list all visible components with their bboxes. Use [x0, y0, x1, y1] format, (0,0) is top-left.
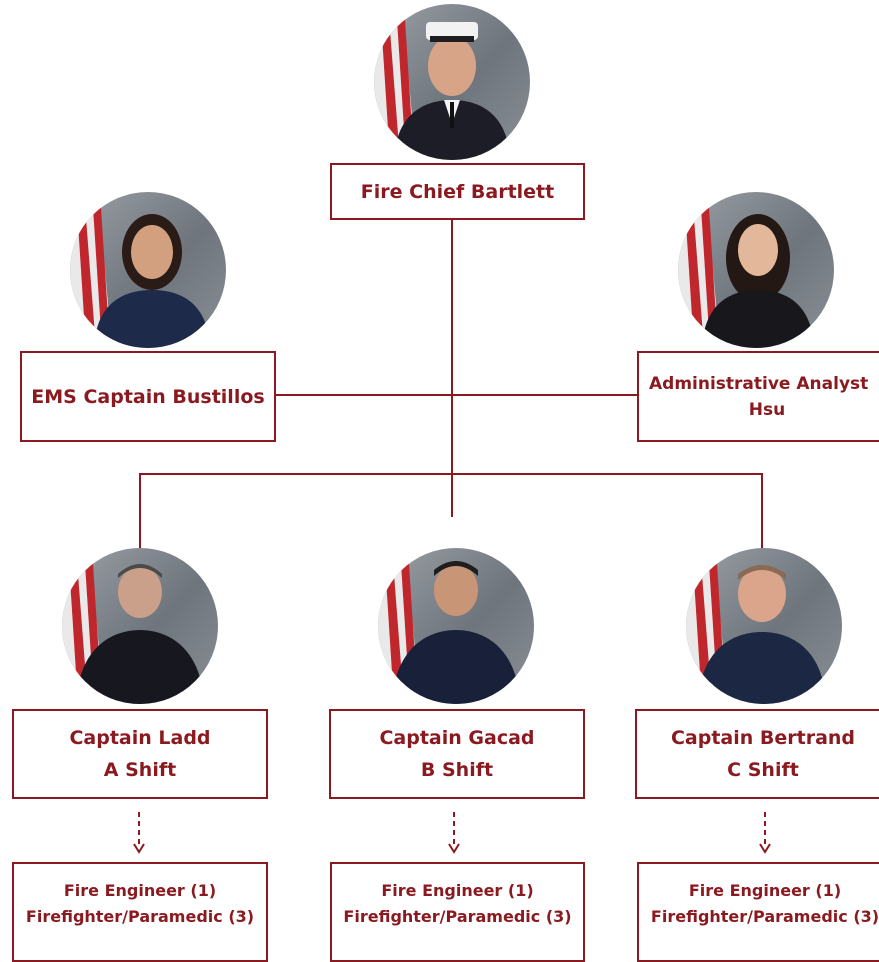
- analyst-title: Administrative Analyst: [649, 373, 869, 394]
- chief-box: Fire Chief Bartlett: [330, 163, 585, 220]
- captain-name: Captain Gacad: [379, 727, 535, 749]
- crew-paramedic: Firefighter/Paramedic (3): [25, 907, 255, 926]
- shift-drop-left: [139, 473, 141, 549]
- crew-engineer: Fire Engineer (1): [688, 881, 842, 900]
- crew-paramedic: Firefighter/Paramedic (3): [343, 907, 572, 926]
- captain-name: Captain Bertrand: [670, 727, 856, 749]
- shift-drop-right: [761, 473, 763, 549]
- captain-name: Captain Ladd: [69, 727, 211, 749]
- crew-c-box: Fire Engineer (1) Firefighter/Paramedic …: [637, 862, 879, 962]
- crew-paramedic: Firefighter/Paramedic (3): [650, 907, 879, 926]
- arrow-down-icon: [759, 812, 771, 854]
- captain-bertrand-photo: [686, 548, 842, 704]
- captain-shift: B Shift: [420, 759, 494, 781]
- arrow-down-icon: [448, 812, 460, 854]
- captain-ladd-photo: [62, 548, 218, 704]
- captain-shift: A Shift: [103, 759, 177, 781]
- arrow-down-icon: [133, 812, 145, 854]
- analyst-photo: [678, 192, 834, 348]
- shift-horizontal-line: [139, 473, 763, 475]
- crew-b-box: Fire Engineer (1) Firefighter/Paramedic …: [330, 862, 585, 962]
- analyst-name: Hsu: [748, 399, 786, 420]
- crew-engineer: Fire Engineer (1): [381, 881, 534, 900]
- chief-trunk-line: [451, 219, 453, 517]
- ems-captain-box: EMS Captain Bustillos: [20, 351, 276, 442]
- captain-bertrand-box: Captain Bertrand C Shift: [635, 709, 879, 799]
- crew-engineer: Fire Engineer (1): [63, 881, 217, 900]
- captain-gacad-photo: [378, 548, 534, 704]
- captain-shift: C Shift: [727, 759, 799, 781]
- captain-gacad-box: Captain Gacad B Shift: [329, 709, 585, 799]
- crew-a-box: Fire Engineer (1) Firefighter/Paramedic …: [12, 862, 268, 962]
- ems-captain-name: EMS Captain Bustillos: [31, 385, 265, 408]
- ems-captain-photo: [70, 192, 226, 348]
- chief-photo: [374, 4, 530, 160]
- staff-horizontal-line: [275, 394, 638, 396]
- captain-ladd-box: Captain Ladd A Shift: [12, 709, 268, 799]
- analyst-box: Administrative Analyst Hsu: [637, 351, 879, 442]
- chief-name: Fire Chief Bartlett: [360, 180, 555, 203]
